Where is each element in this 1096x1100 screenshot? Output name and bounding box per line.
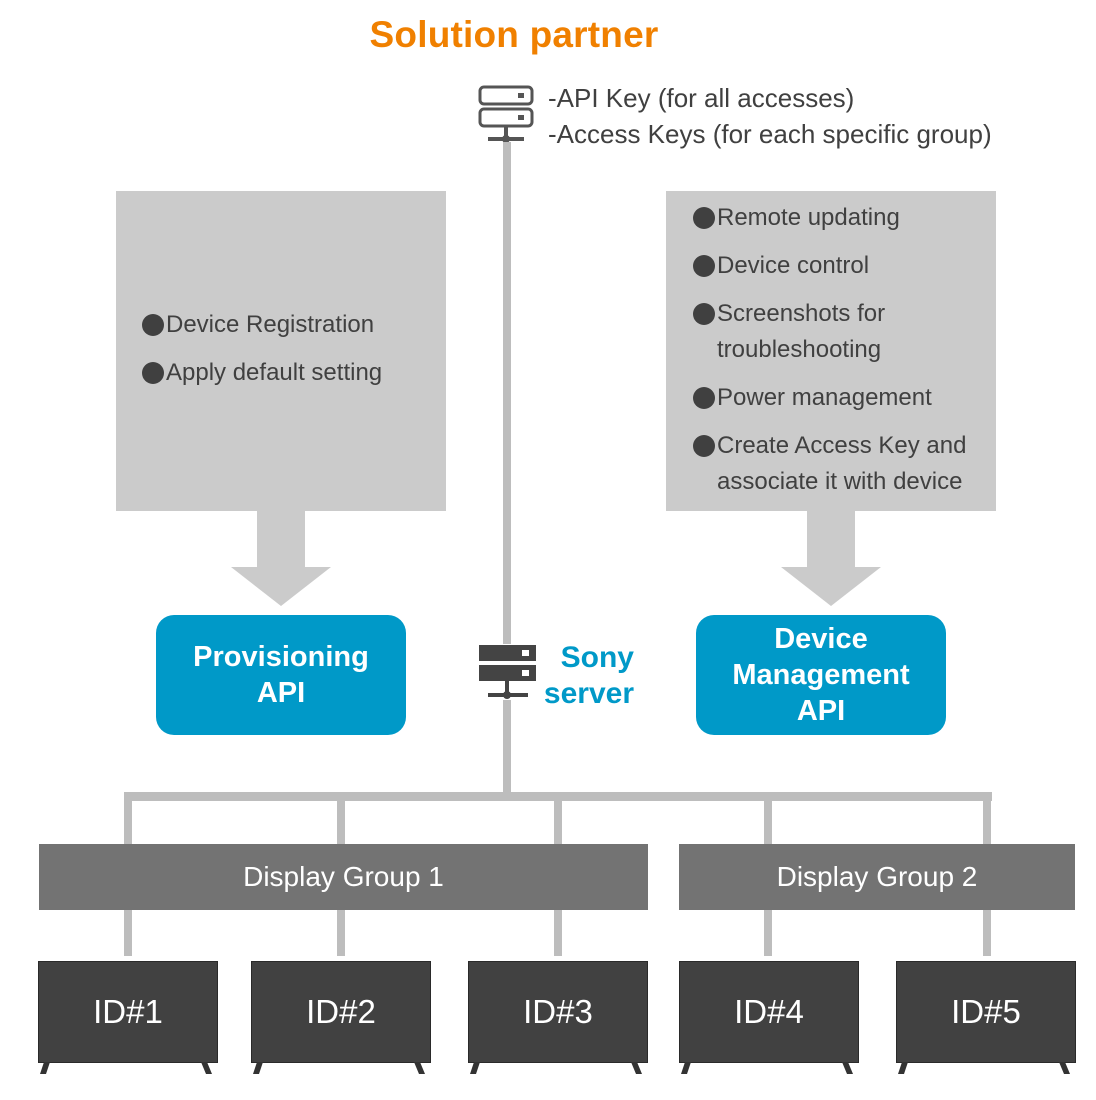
connector-drop bbox=[554, 910, 562, 956]
provisioning-api-box: Provisioning API bbox=[156, 615, 406, 735]
connector-drop bbox=[764, 792, 772, 845]
display-id4: ID#4 bbox=[679, 961, 859, 1063]
connector-drop bbox=[554, 792, 562, 845]
connector-drop bbox=[983, 910, 991, 956]
access-keys-text: -Access Keys (for each specific group) bbox=[548, 119, 992, 149]
display-group-1-bar: Display Group 1 bbox=[39, 844, 648, 910]
connector-drop bbox=[337, 792, 345, 845]
bullet-icon bbox=[693, 207, 715, 229]
bullet-icon bbox=[693, 303, 715, 325]
connector-drop bbox=[764, 910, 772, 956]
feature-item: Device Registration bbox=[142, 307, 382, 343]
device-management-api-box: Device Management API bbox=[696, 615, 946, 735]
partner-server-icon bbox=[478, 85, 534, 143]
bullet-icon bbox=[693, 255, 715, 277]
feature-item: Apply default setting bbox=[142, 355, 382, 391]
down-arrow-icon bbox=[231, 510, 331, 606]
connector-drop bbox=[124, 792, 132, 845]
provisioning-features-box: Device Registration Apply default settin… bbox=[116, 191, 446, 511]
bullet-icon bbox=[142, 362, 164, 384]
display-stands bbox=[40, 1062, 1070, 1074]
bullet-icon bbox=[142, 314, 164, 336]
solution-partner-title: Solution partner bbox=[369, 14, 659, 55]
partner-keys: -API Key (for all accesses) -Access Keys… bbox=[548, 80, 992, 152]
display-group-2-bar: Display Group 2 bbox=[679, 844, 1075, 910]
bullet-icon bbox=[693, 387, 715, 409]
connector-drop bbox=[124, 910, 132, 956]
api-key-text: -API Key (for all accesses) bbox=[548, 83, 855, 113]
display-id2: ID#2 bbox=[251, 961, 431, 1063]
feature-item: Power management bbox=[693, 380, 966, 416]
feature-item: Remote updating bbox=[693, 200, 966, 236]
feature-item: Device control bbox=[693, 248, 966, 284]
down-arrow-icon bbox=[781, 510, 881, 606]
display-id3: ID#3 bbox=[468, 961, 648, 1063]
connector-drop bbox=[983, 792, 991, 845]
sony-server-icon bbox=[479, 645, 536, 699]
display-id1: ID#1 bbox=[38, 961, 218, 1063]
connector-drop bbox=[337, 910, 345, 956]
central-connector-bottom bbox=[503, 700, 511, 796]
display-id5: ID#5 bbox=[896, 961, 1076, 1063]
sony-server-label: Sony server bbox=[543, 641, 634, 710]
central-connector-top bbox=[503, 142, 511, 644]
bullet-icon bbox=[693, 435, 715, 457]
device-management-features-box: Remote updating Device control Screensho… bbox=[666, 191, 996, 511]
